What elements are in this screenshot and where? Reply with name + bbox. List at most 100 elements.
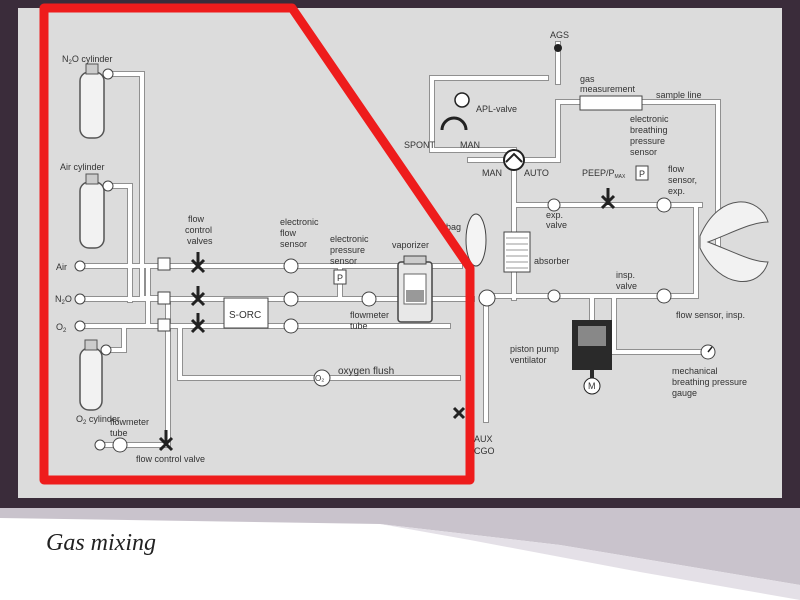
o2-inlet-icon	[74, 320, 86, 332]
piston-pump-icon: M	[572, 320, 612, 395]
label-insp-valve-1: insp.	[616, 270, 635, 280]
exp-valve-icon	[547, 198, 561, 212]
label-flow-control-valves-3: valves	[187, 236, 213, 246]
label-apl-valve: APL-valve	[476, 104, 517, 114]
label-flowmeter-tube-mid-2: tube	[350, 321, 368, 331]
slide-caption: Gas mixing	[46, 530, 156, 556]
cgo-junction-icon	[478, 289, 496, 307]
flowmeter-inlet-icon	[94, 439, 106, 451]
air-inlet-icon	[74, 260, 86, 272]
gas-mixing-highlight	[39, 3, 475, 485]
regulator-air-icon	[157, 257, 171, 271]
absorber-icon	[503, 231, 531, 273]
n2o-cylinder-icon	[79, 63, 114, 139]
label-flow-control-valves-1: flow	[188, 214, 205, 224]
label-electronic-breathing-pressure-sensor-4: sensor	[630, 147, 657, 157]
o2-cylinder-icon	[79, 339, 112, 411]
label-gas-measurement-1: gas	[580, 74, 595, 84]
man-auto-switch-icon	[503, 149, 525, 171]
insp-valve-icon	[547, 289, 561, 303]
label-air-cylinder: Air cylinder	[60, 162, 105, 172]
label-exp-valve-2: valve	[546, 220, 567, 230]
label-o2-cylinder: O2 cylinder	[76, 414, 120, 426]
flow-control-valve-air-icon	[190, 252, 206, 274]
aux-valve-icon	[452, 406, 466, 420]
diagram-labels: N2O cylinder Air cylinder O2 cylinder Ai…	[55, 30, 747, 464]
label-auto: AUTO	[524, 168, 549, 178]
flow-control-valve-n2o-icon	[190, 286, 206, 307]
label-aux: AUX	[474, 434, 493, 444]
label-exp-valve-1: exp.	[546, 210, 563, 220]
label-man-lower: MAN	[482, 168, 502, 178]
label-sample-line: sample line	[656, 90, 702, 100]
pressure-sensor-symbol: P	[337, 273, 343, 283]
label-flow-sensor-exp-2: sensor,	[668, 175, 697, 185]
flow-sensor-air-icon	[283, 258, 299, 274]
diagram-background	[18, 8, 782, 498]
air-cylinder-icon	[79, 173, 114, 249]
flow-sensor-o2-icon	[283, 318, 299, 334]
label-flow-sensor-exp-1: flow	[668, 164, 685, 174]
apl-valve-icon	[454, 92, 470, 108]
label-peep-pmax: PEEP/PMAX	[582, 168, 626, 180]
label-mechanical-breathing-pressure-gauge-2: breathing pressure	[672, 377, 747, 387]
man-auto-switch-arrow	[505, 152, 523, 163]
label-electronic-pressure-sensor-1: electronic	[330, 234, 369, 244]
label-n2o-cylinder: N2O cylinder	[62, 54, 112, 66]
label-cgo: CGO	[474, 446, 495, 456]
label-flow-control-valves-2: control	[185, 225, 212, 235]
label-piston-pump-ventilator-1: piston pump	[510, 344, 559, 354]
label-electronic-flow-sensor-3: sensor	[280, 239, 307, 249]
label-n2o-inlet: N2O	[55, 294, 72, 306]
label-insp-valve-2: valve	[616, 281, 637, 291]
flowmeter-bottom-icon	[112, 437, 128, 453]
oxygen-flush-symbol: O₂	[315, 374, 324, 383]
absorber-pattern	[506, 237, 528, 269]
label-man-upper: MAN	[460, 140, 480, 150]
cylinders	[79, 63, 114, 411]
label-flowmeter-tube-bottom-1: flowmeter	[110, 417, 149, 427]
flow-sensor-insp-icon	[656, 288, 672, 304]
ags-icon	[554, 44, 562, 52]
pressure-sensor-box	[333, 269, 347, 285]
regulator-o2-icon	[157, 318, 171, 332]
peep-valve-icon	[600, 188, 616, 210]
patient-lungs-icon	[699, 201, 769, 283]
flow-sensor-exp-icon	[656, 197, 672, 213]
label-gas-measurement-2: measurement	[580, 84, 636, 94]
flow-control-valve-o2-icon	[190, 313, 206, 334]
gauge-needle	[707, 346, 713, 353]
label-electronic-flow-sensor-1: electronic	[280, 217, 319, 227]
breathing-system: P M	[440, 44, 769, 420]
vaporizer-icon	[397, 255, 433, 323]
label-bag: bag	[446, 222, 461, 232]
label-flow-control-valve: flow control valve	[136, 454, 205, 464]
label-electronic-pressure-sensor-2: pressure	[330, 245, 365, 255]
n2o-inlet-icon	[74, 293, 86, 305]
label-oxygen-flush: oxygen flush	[338, 366, 394, 377]
label-electronic-breathing-pressure-sensor-3: pressure	[630, 136, 665, 146]
breathing-pressure-sensor-symbol: P	[639, 169, 645, 179]
label-flow-sensor-insp: flow sensor, insp.	[676, 310, 745, 320]
label-flow-sensor-exp-3: exp.	[668, 186, 685, 196]
motor-label: M	[588, 381, 596, 391]
label-air-inlet: Air	[56, 262, 67, 272]
label-flowmeter-tube-bottom-2: tube	[110, 428, 128, 438]
flow-sensor-n2o-icon	[283, 291, 299, 307]
label-mechanical-breathing-pressure-gauge-1: mechanical	[672, 366, 718, 376]
label-absorber: absorber	[534, 256, 570, 266]
label-electronic-breathing-pressure-sensor-2: breathing	[630, 125, 668, 135]
oxygen-flush-icon	[313, 369, 331, 387]
label-flowmeter-tube-mid-1: flowmeter	[350, 310, 389, 320]
label-ags: AGS	[550, 30, 569, 40]
s-orc-box	[223, 297, 269, 329]
label-mechanical-breathing-pressure-gauge-3: gauge	[672, 388, 697, 398]
label-spont: SPONT	[404, 140, 436, 150]
breathing-pressure-sensor-box	[635, 165, 649, 181]
label-electronic-pressure-sensor-3: sensor	[330, 256, 357, 266]
flow-control-components: S-ORC P O₂	[112, 252, 377, 453]
regulator-n2o-icon	[157, 291, 171, 305]
spont-man-switch-icon	[440, 116, 468, 131]
